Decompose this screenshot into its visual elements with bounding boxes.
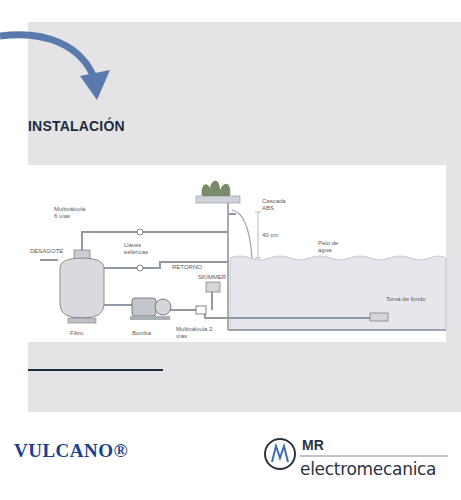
brand-logo: VULCANO® <box>14 440 128 462</box>
plants <box>202 181 231 196</box>
two-way-valve <box>196 306 206 314</box>
dimension-line <box>258 212 259 258</box>
callout-label: Toma de fondo <box>386 296 426 303</box>
brand-logo: electromecanica <box>300 460 436 480</box>
pump-head <box>155 299 171 315</box>
heading: INSTALACIÓN <box>28 118 125 134</box>
filter-tank <box>60 258 104 318</box>
pump-motor <box>132 298 156 316</box>
callout-label: Multiválvula 6 vías <box>54 206 90 220</box>
part-name: Multiválvula 2 vías <box>176 326 216 340</box>
pipes <box>40 214 370 318</box>
callout-label: RETORNO <box>172 264 202 271</box>
callout-label: DESAGOTE <box>30 248 63 255</box>
logo-ring <box>265 439 295 469</box>
main-drain <box>370 313 388 321</box>
pool-wall <box>227 200 229 330</box>
dimension: 40 cm <box>262 232 278 239</box>
skimmer <box>206 282 220 292</box>
cascade-water <box>232 210 252 258</box>
pool-floor <box>228 329 446 331</box>
arrow-head <box>80 70 110 100</box>
panel <box>28 22 461 412</box>
diagram-box <box>28 165 446 342</box>
logo-mark <box>272 446 288 462</box>
callout-label: Pelo de agua <box>318 240 348 254</box>
brand-logo: MR <box>302 437 324 453</box>
planter <box>196 196 240 203</box>
callout-label: Llaves esféricas <box>124 242 154 256</box>
ball-valve <box>137 265 143 271</box>
part-name: Bomba <box>132 330 151 337</box>
part-name: Filtro <box>70 330 83 337</box>
underline <box>28 369 163 371</box>
callout-label: Cascada ABS <box>262 198 290 212</box>
arrow-curve <box>0 35 95 80</box>
ball-valve <box>137 229 143 235</box>
callout-label: SKIMMER <box>198 274 226 281</box>
